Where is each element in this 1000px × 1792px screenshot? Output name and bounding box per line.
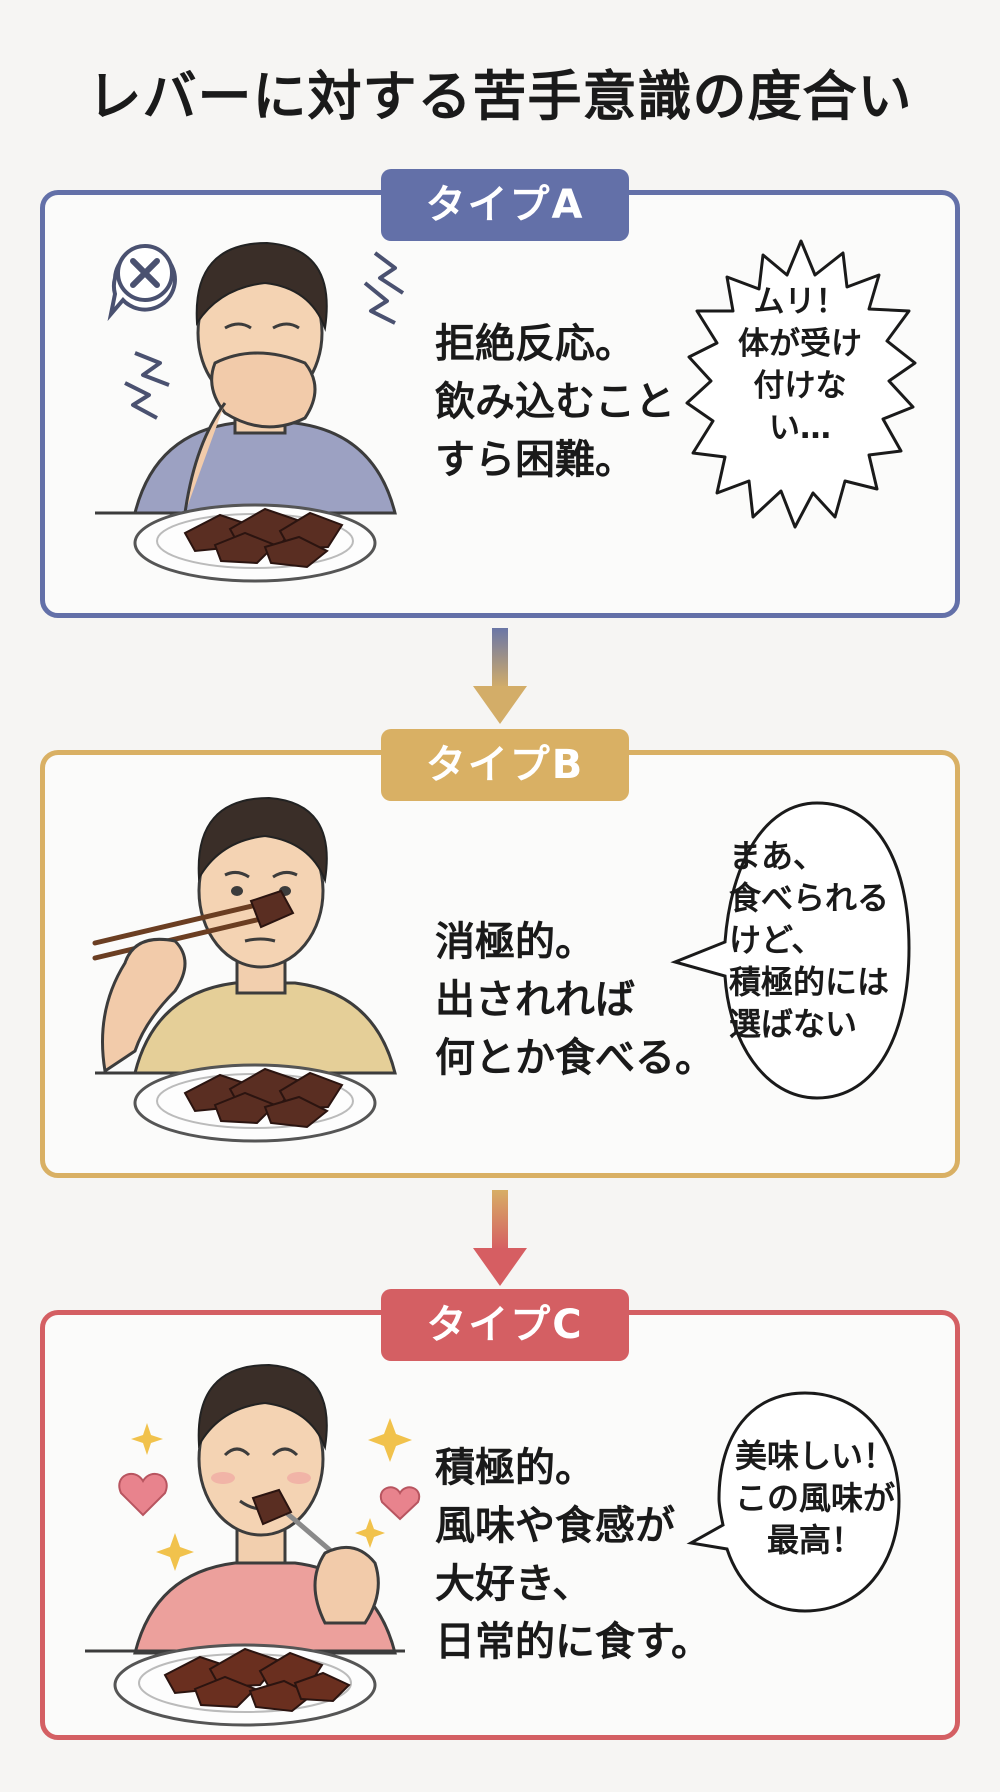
- speech-line: 付けな: [753, 368, 847, 404]
- speech-line: い…: [769, 410, 831, 446]
- speech-line: 積極的には: [729, 963, 890, 1001]
- speech-bubble-type-b: [670, 801, 911, 1100]
- speech-bubble-type-c: [686, 1391, 901, 1613]
- down-arrow-icon: [473, 1190, 527, 1286]
- tag-type-b: タイプB: [381, 729, 629, 801]
- description-line: 飲み込むこと: [435, 379, 675, 425]
- speech-line: 選ばない: [729, 1005, 858, 1043]
- description-line: 日常的に食す。: [435, 1619, 711, 1665]
- panel-type-c: タイプC: [40, 1289, 960, 1740]
- heart-icon: [118, 1472, 421, 1521]
- speech-text-type-b: まあ、 食べられる けど、 積極的には 選ばない: [729, 835, 919, 1045]
- speech-line: 最高！: [766, 1521, 863, 1559]
- down-arrow-icon: [473, 628, 527, 724]
- description-line: 大好き、: [435, 1561, 593, 1607]
- speech-line: 美味しい！: [734, 1437, 895, 1475]
- description-type-b: 消極的。 出されれば 何とか食べる。: [435, 913, 765, 1087]
- speech-line: 体が受け: [738, 326, 862, 362]
- description-line: 積極的。: [435, 1445, 595, 1491]
- tag-type-c: タイプC: [381, 1289, 629, 1361]
- speech-line: ムリ！: [753, 284, 847, 320]
- speech-line: けど、: [729, 921, 824, 959]
- description-type-a: 拒絶反応。 飲み込むこと すら困難。: [435, 315, 765, 489]
- x-mark-icon: [107, 244, 177, 322]
- person-rejecting-liver-illustration: [95, 241, 405, 583]
- description-line: 出されれば: [435, 977, 635, 1023]
- spiky-speech-bubble: [685, 239, 917, 529]
- description-type-c: 積極的。 風味や食感が 大好き、 日常的に食す。: [435, 1439, 765, 1671]
- description-line: 拒絶反応。: [435, 321, 635, 367]
- description-line: 風味や食感が: [435, 1503, 675, 1549]
- speech-line: この風味が: [734, 1479, 895, 1517]
- person-eating-reluctantly-illustration: [92, 796, 397, 1143]
- speech-text-type-a: ムリ！ 体が受け 付けな い…: [725, 281, 875, 449]
- description-line: 消極的。: [435, 919, 595, 965]
- page-title: レバーに対する苦手意識の度合い: [87, 65, 913, 128]
- shock-lines-icon: [124, 251, 405, 420]
- panel-type-a: タイプA: [40, 169, 960, 618]
- description-line: 何とか食べる。: [435, 1035, 715, 1081]
- person-enjoying-liver-illustration: [85, 1363, 421, 1727]
- description-line: すら困難。: [435, 437, 635, 483]
- sparkle-icon: [131, 1418, 412, 1571]
- speech-line: 食べられる: [729, 879, 890, 917]
- tag-type-a: タイプA: [381, 169, 629, 241]
- speech-text-type-c: 美味しい！ この風味が 最高！: [725, 1435, 905, 1561]
- speech-line: まあ、: [729, 837, 826, 875]
- panel-type-b: タイプB 消極的。 出されれば 何とか食べる。 ま: [40, 729, 960, 1178]
